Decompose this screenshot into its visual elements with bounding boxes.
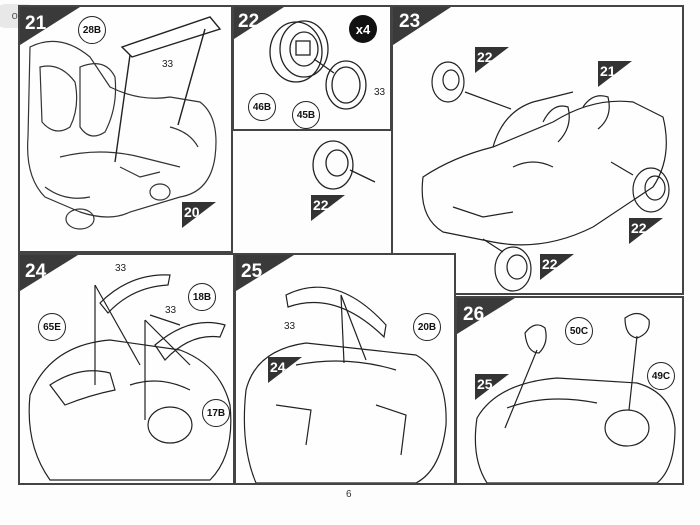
step-ref-badge: 22 [311, 195, 345, 221]
step-number: 23 [399, 11, 421, 32]
step-25-panel: 25 33 20B 24 [234, 253, 456, 485]
part-callout: 50C [565, 317, 593, 345]
wheel-assembly-drawing [269, 20, 367, 110]
part-callout: 46B [248, 93, 276, 121]
mirror-assembly-drawing [474, 312, 676, 483]
step-number: 24 [25, 261, 47, 282]
step-ref-badge: 22 [540, 254, 574, 280]
step-ref-badge: 22 [629, 218, 663, 244]
step-corner-marker [393, 7, 451, 45]
step-ref-label: 22 [542, 256, 558, 272]
step-26-panel: 26 50C 49C 25 [455, 296, 684, 485]
quantity-badge: x4 [349, 15, 377, 43]
step-corner-marker [236, 255, 294, 291]
step-ref-label: 21 [600, 63, 616, 79]
part-callout: 45B [292, 101, 320, 129]
step-corner-marker [457, 298, 515, 334]
part-number: 33 [374, 87, 386, 98]
step-ref-label: 20 [184, 204, 200, 220]
part-number: 33 [284, 321, 296, 332]
step-corner-marker [234, 7, 284, 39]
dashboard-trim-drawing [243, 286, 447, 483]
part-callout: 18B [188, 283, 216, 311]
part-callout: 49C [647, 362, 675, 390]
part-callout: 65E [38, 313, 66, 341]
step-ref-badge: 21 [598, 61, 632, 87]
part-number: 33 [162, 59, 174, 70]
step-corner-marker [20, 255, 78, 291]
step-ref-badge: 24 [268, 357, 302, 383]
step-23-panel: 23 22 21 [391, 5, 684, 295]
step-ref-badge: 22 [475, 47, 509, 73]
step-ref-label: 22 [313, 197, 329, 213]
step-22-panel: 22 x4 46B 45B 33 [232, 5, 392, 131]
page-number: 6 [346, 489, 352, 500]
part-number: 33 [165, 305, 177, 316]
step-number: 26 [463, 304, 485, 325]
car-body-drawing [421, 61, 670, 292]
part-callout: 28B [78, 16, 106, 44]
step-ref-label: 25 [477, 376, 493, 392]
step-number: 25 [241, 261, 263, 282]
step-21-panel: 21 28B 33 20 [18, 5, 233, 253]
step-ref-badge: 25 [475, 374, 509, 400]
car-interior-drawing [27, 16, 222, 230]
part-callout: 20B [413, 313, 441, 341]
dashboard-assembly-drawing [28, 274, 232, 481]
part-callout: 17B [202, 399, 230, 427]
step-number: 22 [238, 11, 260, 32]
step-24-panel: 24 33 33 18B 65E 17B [18, 253, 235, 485]
step-corner-marker [20, 7, 80, 45]
step-ref-label: 22 [631, 220, 647, 236]
part-number: 33 [115, 263, 127, 274]
step-ref-label: 22 [477, 49, 493, 65]
step-number: 21 [25, 13, 47, 34]
step-ref-label: 24 [270, 359, 286, 375]
step-ref-badge: 20 [182, 202, 216, 228]
